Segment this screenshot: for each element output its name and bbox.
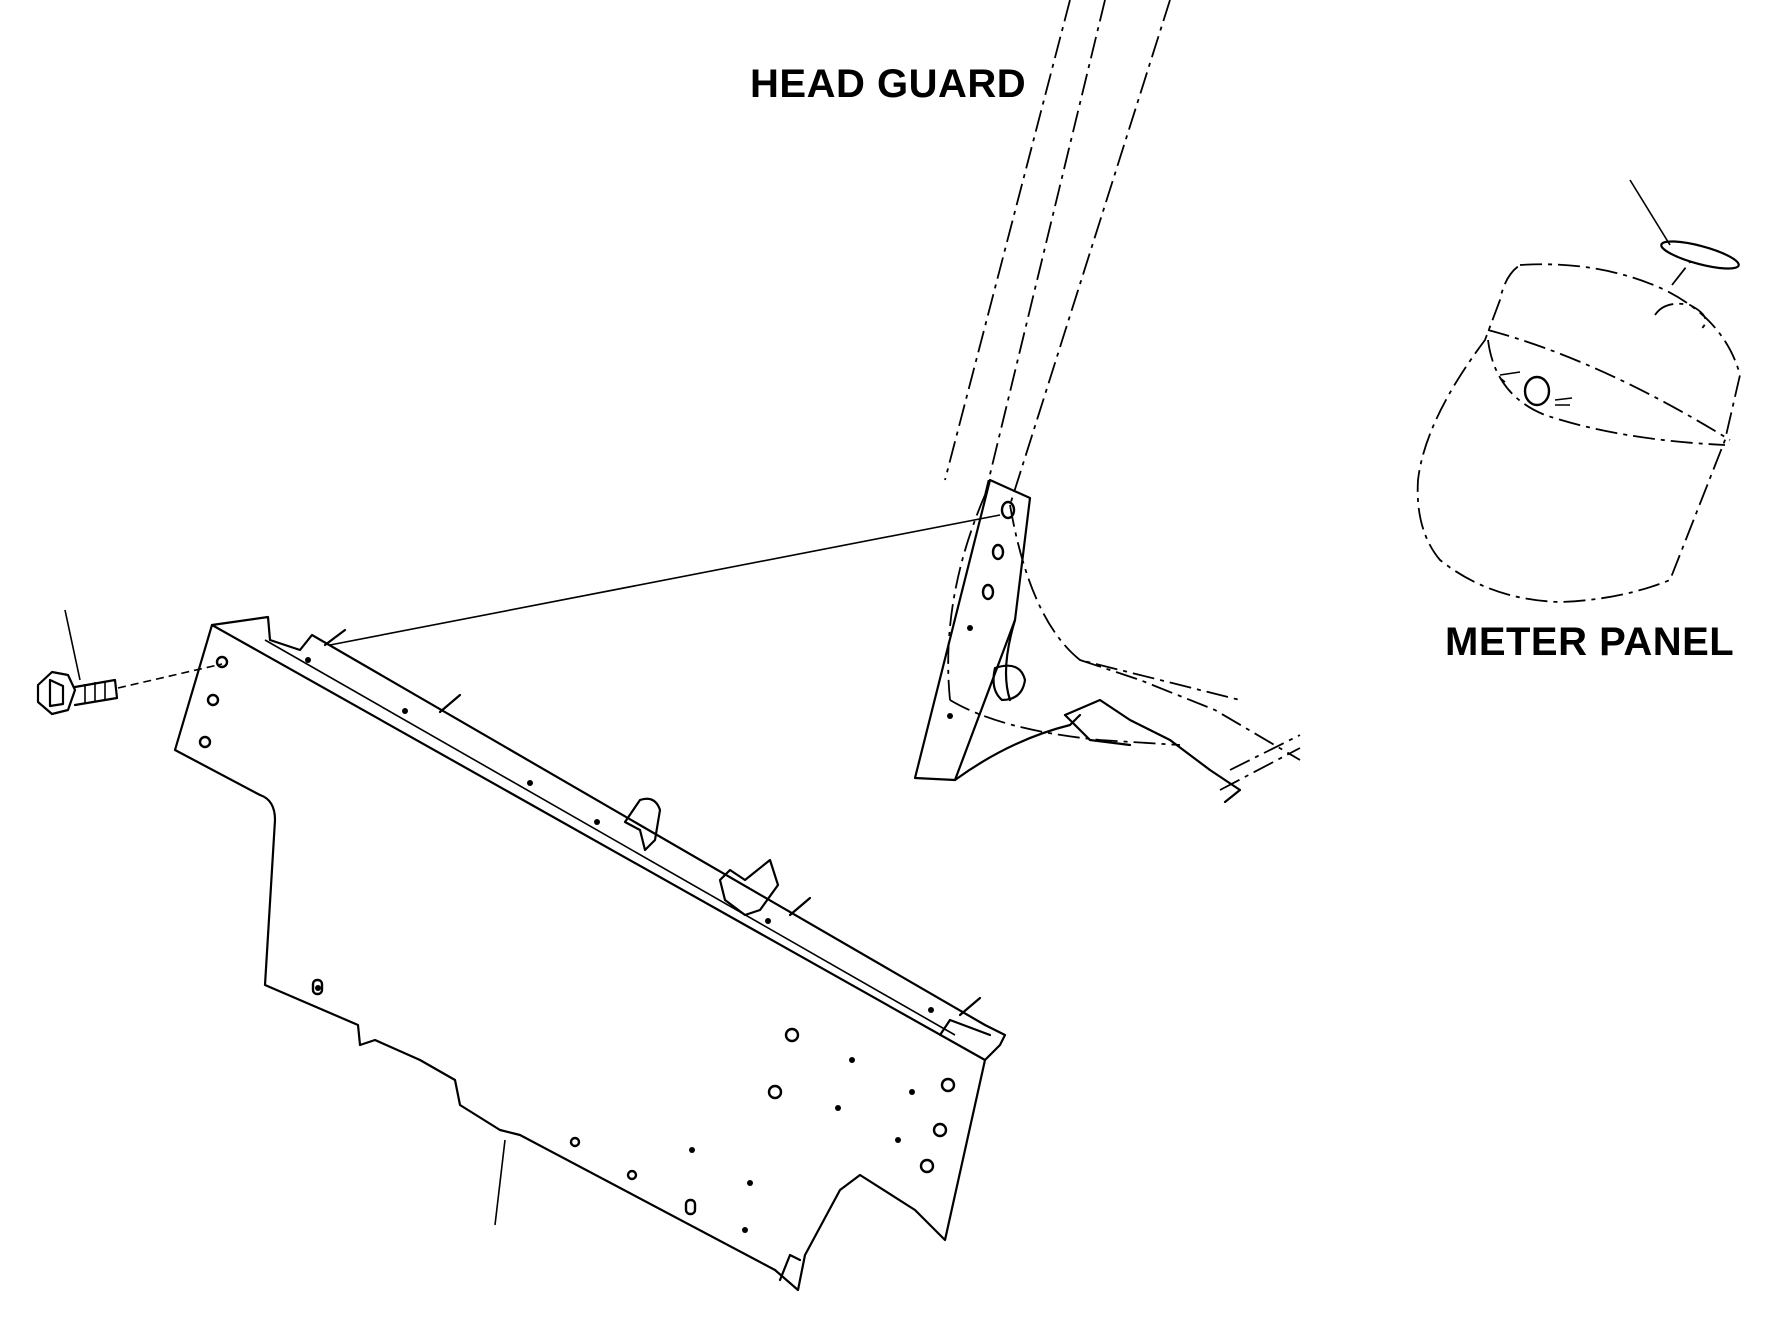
front-panel — [173, 615, 1007, 1292]
bolt — [36, 609, 119, 716]
head-guard-pillar — [944, 0, 1301, 791]
leader-lines — [117, 514, 1001, 1226]
head-guard-label: HEAD GUARD — [750, 62, 1027, 106]
meter-panel-label: METER PANEL — [1445, 620, 1735, 664]
pillar-bracket — [913, 478, 1242, 804]
meter-panel — [1416, 179, 1741, 603]
